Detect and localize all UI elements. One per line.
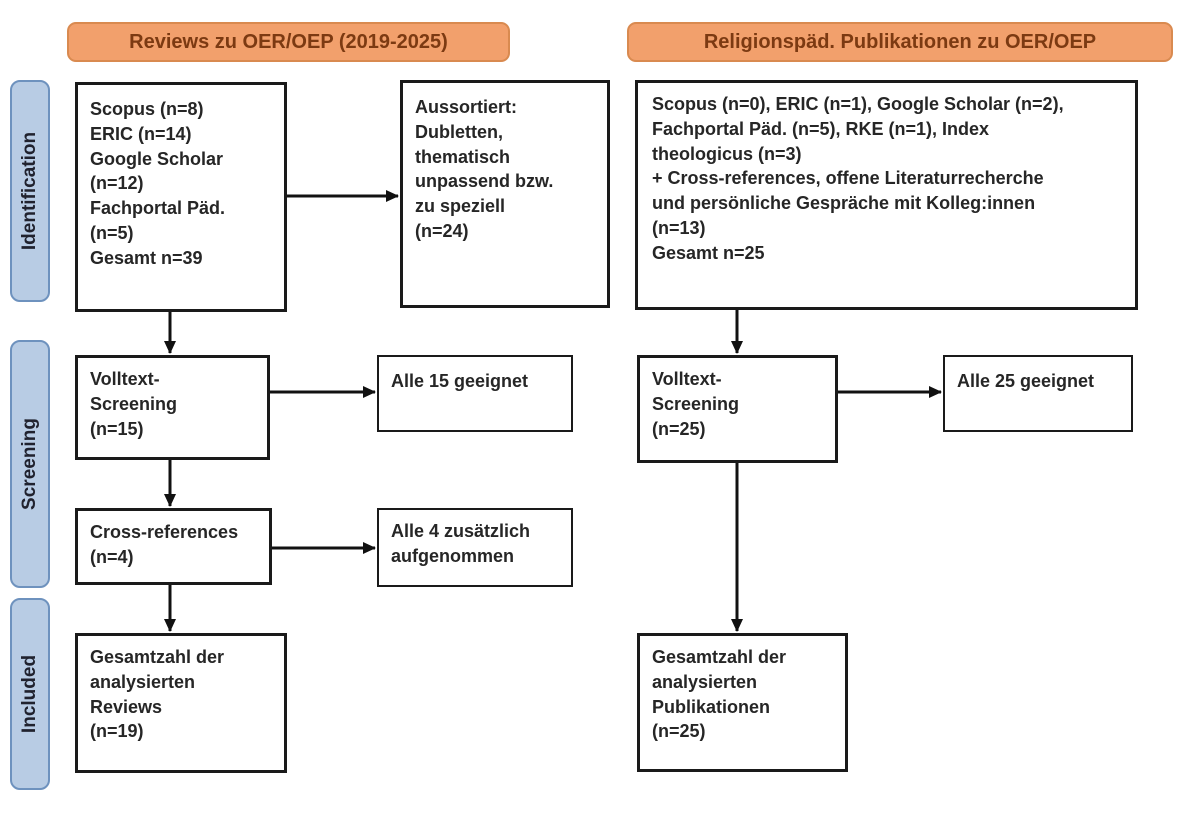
stage-label-included: Included bbox=[10, 598, 50, 790]
stage-label-included-text: Included bbox=[19, 654, 40, 734]
box-right-included: Gesamtzahl der analysierten Publikatione… bbox=[637, 633, 848, 772]
box-left-included: Gesamtzahl der analysierten Reviews (n=1… bbox=[75, 633, 287, 773]
box-left-crossref-result: Alle 4 zusätzlich aufgenommen bbox=[377, 508, 573, 587]
box-right-screening-result: Alle 25 geeignet bbox=[943, 355, 1133, 432]
stage-label-identification-text: Identification bbox=[19, 131, 41, 251]
stage-label-screening-text: Screening bbox=[19, 418, 40, 510]
column-header-religionspaed: Religionspäd. Publikationen zu OER/OEP bbox=[627, 22, 1173, 62]
stage-label-identification: Identification bbox=[10, 80, 50, 302]
box-left-screening: Volltext- Screening (n=15) bbox=[75, 355, 270, 460]
box-left-crossref: Cross-references (n=4) bbox=[75, 508, 272, 585]
column-header-reviews: Reviews zu OER/OEP (2019-2025) bbox=[67, 22, 510, 62]
stage-label-screening: Screening bbox=[10, 340, 50, 588]
box-left-excluded: Aussortiert: Dubletten, thematisch unpas… bbox=[400, 80, 610, 308]
box-right-sources: Scopus (n=0), ERIC (n=1), Google Scholar… bbox=[635, 80, 1138, 310]
box-right-screening: Volltext- Screening (n=25) bbox=[637, 355, 838, 463]
box-left-screening-result: Alle 15 geeignet bbox=[377, 355, 573, 432]
box-left-sources: Scopus (n=8) ERIC (n=14) Google Scholar … bbox=[75, 82, 287, 312]
